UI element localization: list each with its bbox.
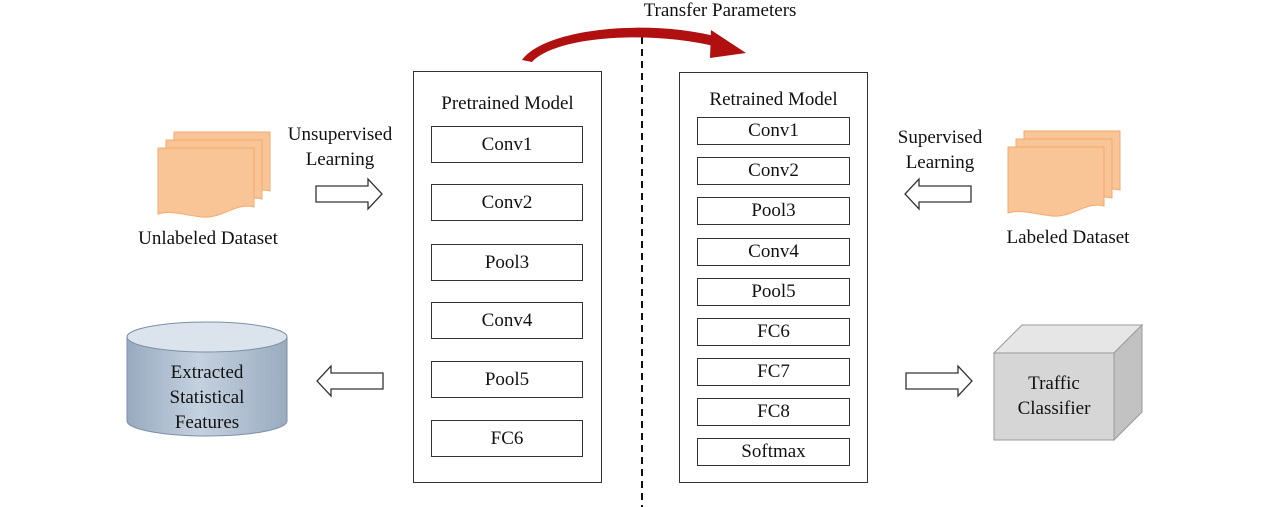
- features-label-line1: Extracted: [170, 362, 244, 383]
- features-label-line2: Statistical: [169, 387, 245, 408]
- retrained-layer-fc6: FC6: [697, 318, 850, 346]
- pretrained-layer-conv1: Conv1: [431, 126, 583, 163]
- retrained-layer-conv1: Conv1: [697, 117, 850, 145]
- pretrained-layer-fc6: FC6: [431, 420, 583, 457]
- classifier-arrow-icon: [905, 364, 973, 398]
- supervised-arrow-icon: [904, 177, 972, 211]
- features-label-line3: Features: [174, 412, 240, 433]
- retrained-model-title: Retrained Model: [709, 89, 838, 110]
- pretrained-model-title: Pretrained Model: [441, 93, 574, 114]
- retrained-layer-conv2: Conv2: [697, 157, 850, 185]
- pretrained-layer-pool5: Pool5: [431, 361, 583, 398]
- unsupervised-label-line1: Unsupervised: [287, 124, 393, 145]
- unsupervised-learning-label: Unsupervised Learning: [280, 122, 400, 172]
- labeled-dataset-label: Labeled Dataset: [1006, 227, 1130, 248]
- extracted-features-label: Extracted Statistical Features: [127, 360, 287, 435]
- features-arrow-icon: [316, 364, 384, 398]
- transfer-arrow-icon: [522, 27, 746, 62]
- retrained-layer-pool5: Pool5: [697, 278, 850, 306]
- retrained-layer-softmax: Softmax: [697, 438, 850, 466]
- classifier-label-line1: Traffic: [1028, 373, 1080, 394]
- supervised-label-line2: Learning: [905, 152, 975, 173]
- unlabeled-dataset-icon: [157, 131, 271, 218]
- labeled-dataset-icon: [1007, 130, 1121, 217]
- features-database-icon: [126, 321, 288, 437]
- unsupervised-label-line2: Learning: [305, 149, 375, 170]
- retrained-layer-pool3: Pool3: [697, 197, 850, 225]
- traffic-classifier-label: Traffic Classifier: [994, 371, 1114, 421]
- supervised-learning-label: Supervised Learning: [880, 125, 1000, 175]
- pretrained-layer-conv2: Conv2: [431, 184, 583, 221]
- unlabeled-dataset-label: Unlabeled Dataset: [138, 228, 278, 249]
- retrained-layer-fc8: FC8: [697, 398, 850, 426]
- supervised-label-line1: Supervised: [897, 127, 983, 148]
- classifier-label-line2: Classifier: [1017, 398, 1091, 419]
- transfer-parameters-label: Transfer Parameters: [643, 0, 797, 21]
- pretrained-layer-pool3: Pool3: [431, 244, 583, 281]
- retrained-layer-conv4: Conv4: [697, 238, 850, 266]
- traffic-classifier-cube-icon: [992, 323, 1144, 442]
- retrained-layer-fc7: FC7: [697, 358, 850, 386]
- unsupervised-arrow-icon: [315, 177, 383, 211]
- pretrained-layer-conv4: Conv4: [431, 302, 583, 339]
